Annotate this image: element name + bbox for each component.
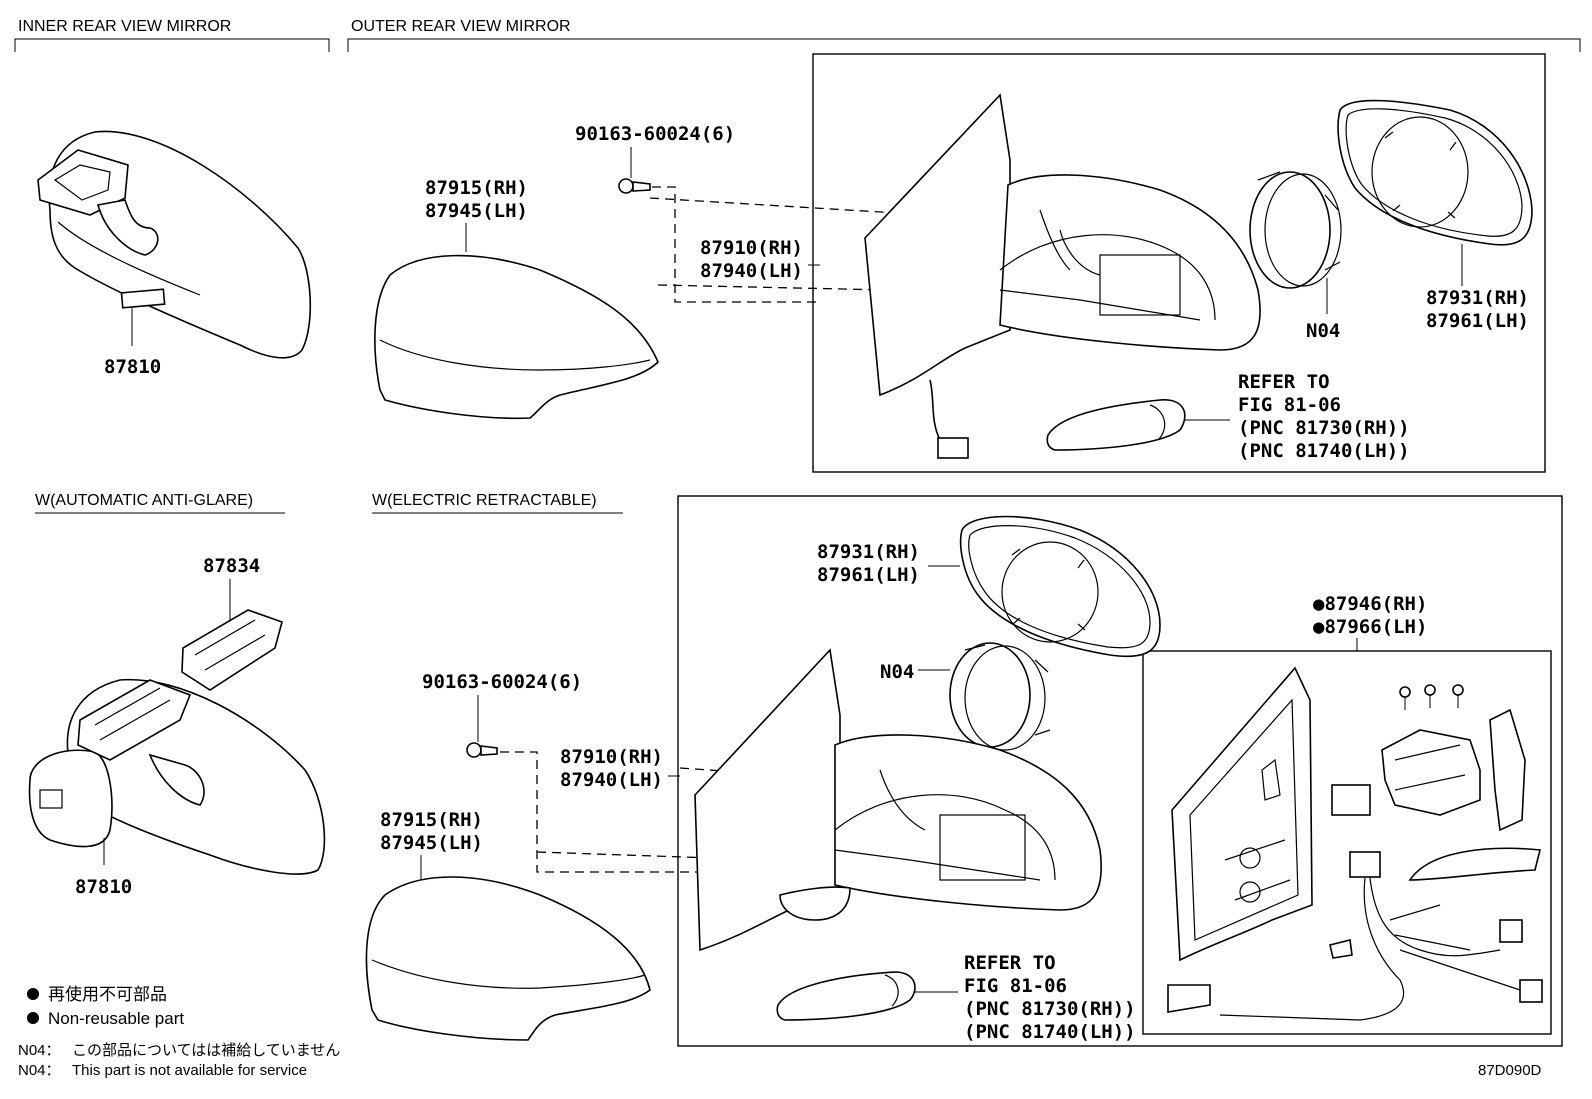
legend-jp: 再使用不可部品 [48, 984, 167, 1004]
label-refer-bottom-3: (PNC 81730(RH)) [964, 998, 1136, 1020]
label-87915-rh-bottom: 87915(RH) [380, 809, 483, 831]
label-87961-lh-bottom: 87961(LH) [817, 564, 920, 586]
label-refer-top-3: (PNC 81730(RH)) [1238, 417, 1410, 439]
legend-en: Non-reusable part [48, 1009, 184, 1028]
legend-dot-jp [27, 988, 39, 1000]
label-screw-bottom: 90163-60024(6) [422, 671, 582, 693]
header-auto-anti-glare: W(AUTOMATIC ANTI-GLARE) [35, 492, 253, 509]
header-outer-bracket [347, 38, 1581, 52]
inner-mirror-drawing [37, 130, 312, 359]
header-inner-mirror: INNER REAR VIEW MIRROR [18, 18, 231, 35]
inner-mirror-bottom [28, 678, 326, 875]
label-87931-rh-bottom: 87931(RH) [817, 541, 920, 563]
label-87910-rh-top: 87910(RH) [700, 237, 803, 259]
label-refer-top-1: REFER TO [1238, 371, 1330, 393]
label-87834: 87834 [203, 555, 260, 577]
legend-n04-en: This part is not available for service [72, 1062, 307, 1079]
legend-n04-jp-code: N04： [18, 1042, 61, 1059]
screw-bottom [466, 742, 498, 758]
header-outer-mirror: OUTER REAR VIEW MIRROR [351, 18, 571, 35]
dash-mirror-top-1 [657, 284, 981, 293]
label-n04-top: N04 [1306, 320, 1340, 342]
mirror-body-bottom [694, 648, 1102, 952]
label-87961-lh-top: 87961(LH) [1426, 310, 1529, 332]
mirror-body-top [864, 93, 1261, 459]
label-87910-rh-bottom: 87910(RH) [560, 746, 663, 768]
label-refer-top-4: (PNC 81740(LH)) [1238, 440, 1410, 462]
label-87946-rh: ●87946(RH) [1313, 593, 1427, 615]
label-87931-rh-top: 87931(RH) [1426, 287, 1529, 309]
label-refer-top-2: FIG 81-06 [1238, 394, 1341, 416]
turn-signal-bottom [776, 971, 916, 1021]
dash-screw-bottom [500, 751, 760, 873]
figure-code: 87D090D [1478, 1062, 1542, 1079]
bottom-assembly-box [677, 495, 1563, 1047]
screws-sub [1399, 684, 1464, 710]
legend-n04-jp: この部品についてはは補給していません [72, 1042, 340, 1059]
n04-motor-bottom [949, 642, 1051, 751]
label-87940-lh-top: 87940(LH) [700, 260, 803, 282]
mirror-cover-top [374, 254, 659, 420]
label-87915-rh-top: 87915(RH) [425, 177, 528, 199]
label-refer-bottom-4: (PNC 81740(LH)) [964, 1021, 1136, 1043]
label-refer-bottom-2: FIG 81-06 [964, 975, 1067, 997]
mirror-glass-bottom [959, 515, 1161, 658]
header-inner-bracket [14, 38, 330, 52]
top-assembly-box [812, 53, 1546, 473]
sub-assembly-box [1142, 650, 1552, 1035]
screw-top [618, 178, 651, 194]
mirror-cover-bottom [365, 876, 651, 1041]
legend-dot-en [27, 1012, 39, 1024]
dash-screw-top [652, 186, 820, 303]
legend-n04-en-code: N04： [18, 1062, 61, 1079]
n04-motor-top [1249, 171, 1342, 289]
turn-signal-top [1046, 399, 1186, 451]
mirror-cover-87834 [181, 609, 283, 691]
label-n04-bottom: N04 [880, 661, 914, 683]
label-refer-bottom-1: REFER TO [964, 952, 1056, 974]
label-screw-top: 90163-60024(6) [575, 123, 735, 145]
label-87966-lh: ●87966(LH) [1313, 616, 1427, 638]
label-87810-bottom: 87810 [75, 876, 132, 898]
label-87940-lh-bottom: 87940(LH) [560, 769, 663, 791]
label-87945-lh-top: 87945(LH) [425, 200, 528, 222]
mirror-glass-top [1337, 99, 1533, 246]
label-87810-top: 87810 [104, 356, 161, 378]
sub-assembly-drawing [1167, 666, 1543, 1021]
label-87945-lh-bottom: 87945(LH) [380, 832, 483, 854]
header-electric-retractable: W(ELECTRIC RETRACTABLE) [372, 492, 597, 509]
